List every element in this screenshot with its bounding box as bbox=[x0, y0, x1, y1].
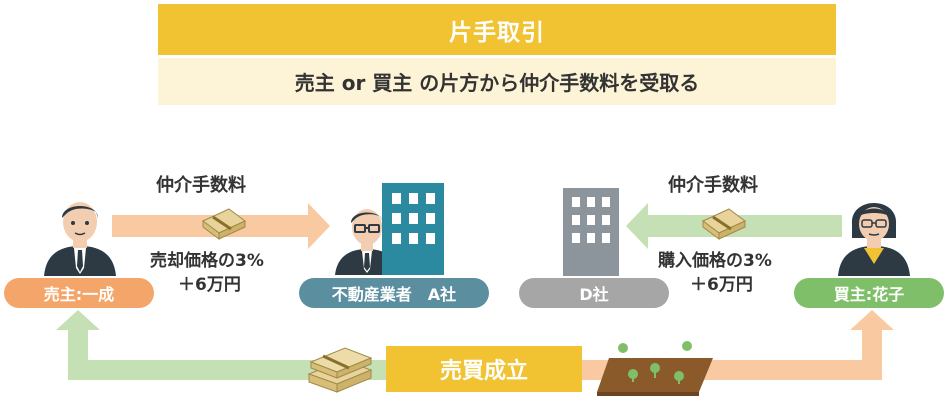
money-bundle-icon bbox=[202, 208, 246, 240]
left-fee-desc-line1: 売却価格の3% bbox=[150, 251, 264, 271]
land-plot-icon bbox=[597, 341, 713, 396]
seller-label: 売主:一成 bbox=[4, 278, 154, 308]
page-subtitle: 売主 or 買主 の片方から仲介手数料を受取る bbox=[158, 58, 836, 105]
left-fee-label: 仲介手数料 bbox=[156, 175, 246, 196]
right-fee-desc-line1: 購入価格の3% bbox=[658, 251, 772, 271]
right-fee-label: 仲介手数料 bbox=[668, 175, 758, 196]
money-bundle-icon bbox=[702, 208, 746, 240]
company-label: D社 bbox=[519, 278, 669, 308]
office-building-icon bbox=[382, 183, 444, 275]
person-female-icon bbox=[838, 203, 910, 276]
office-building-gray-icon bbox=[563, 188, 619, 276]
left-fee-desc-line2: ＋6万円 bbox=[178, 275, 241, 295]
money-stack-icon bbox=[307, 347, 373, 393]
deal-closed-banner: 売買成立 bbox=[386, 346, 582, 392]
deal-arrow-seller bbox=[56, 310, 386, 380]
agent-label: 不動産業者 A社 bbox=[299, 278, 489, 308]
person-male-icon bbox=[44, 202, 116, 276]
page-title: 片手取引 bbox=[158, 4, 836, 55]
buyer-label: 買主:花子 bbox=[794, 278, 944, 308]
right-fee-desc-line2: ＋6万円 bbox=[690, 275, 753, 295]
